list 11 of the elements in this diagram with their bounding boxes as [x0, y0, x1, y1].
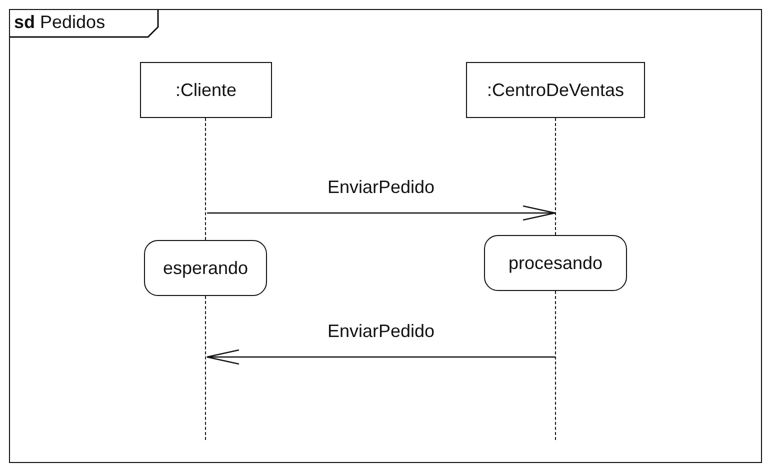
- message-arrow: [207, 205, 556, 221]
- message-arrow: [206, 349, 555, 365]
- lifeline-head: :Cliente: [140, 62, 272, 118]
- state-box: procesando: [484, 235, 627, 291]
- lifeline: [555, 291, 557, 440]
- lifeline: [555, 118, 557, 235]
- frame-title: sd Pedidos: [14, 12, 106, 33]
- lifeline: [205, 118, 207, 240]
- lifeline: [205, 296, 207, 440]
- lifeline-head: :CentroDeVentas: [466, 62, 645, 118]
- state-box: esperando: [144, 240, 267, 296]
